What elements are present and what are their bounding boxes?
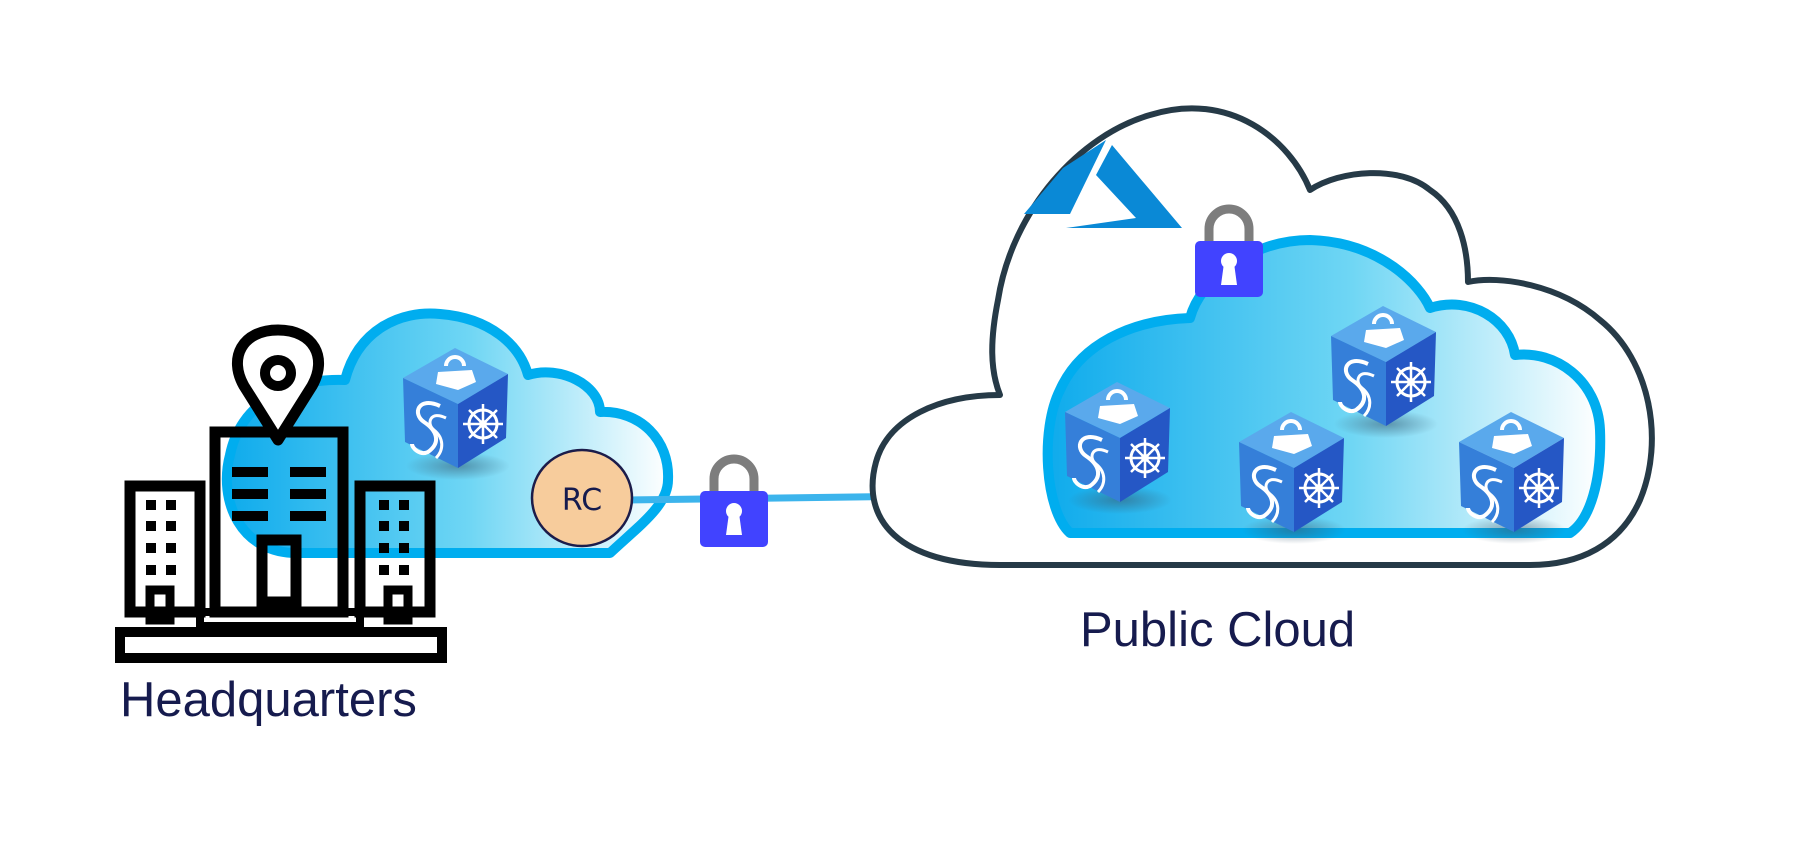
location-pin-icon	[231, 324, 325, 446]
link-padlock-icon	[700, 459, 768, 547]
public-cloud-label: Public Cloud	[1080, 603, 1356, 657]
headquarters-label: Headquarters	[120, 673, 417, 727]
headquarters-building-icon	[115, 426, 447, 663]
rc-label: RC	[562, 483, 602, 518]
rc-node[interactable]: RC	[530, 448, 634, 548]
azure-logo-icon	[1024, 140, 1182, 228]
